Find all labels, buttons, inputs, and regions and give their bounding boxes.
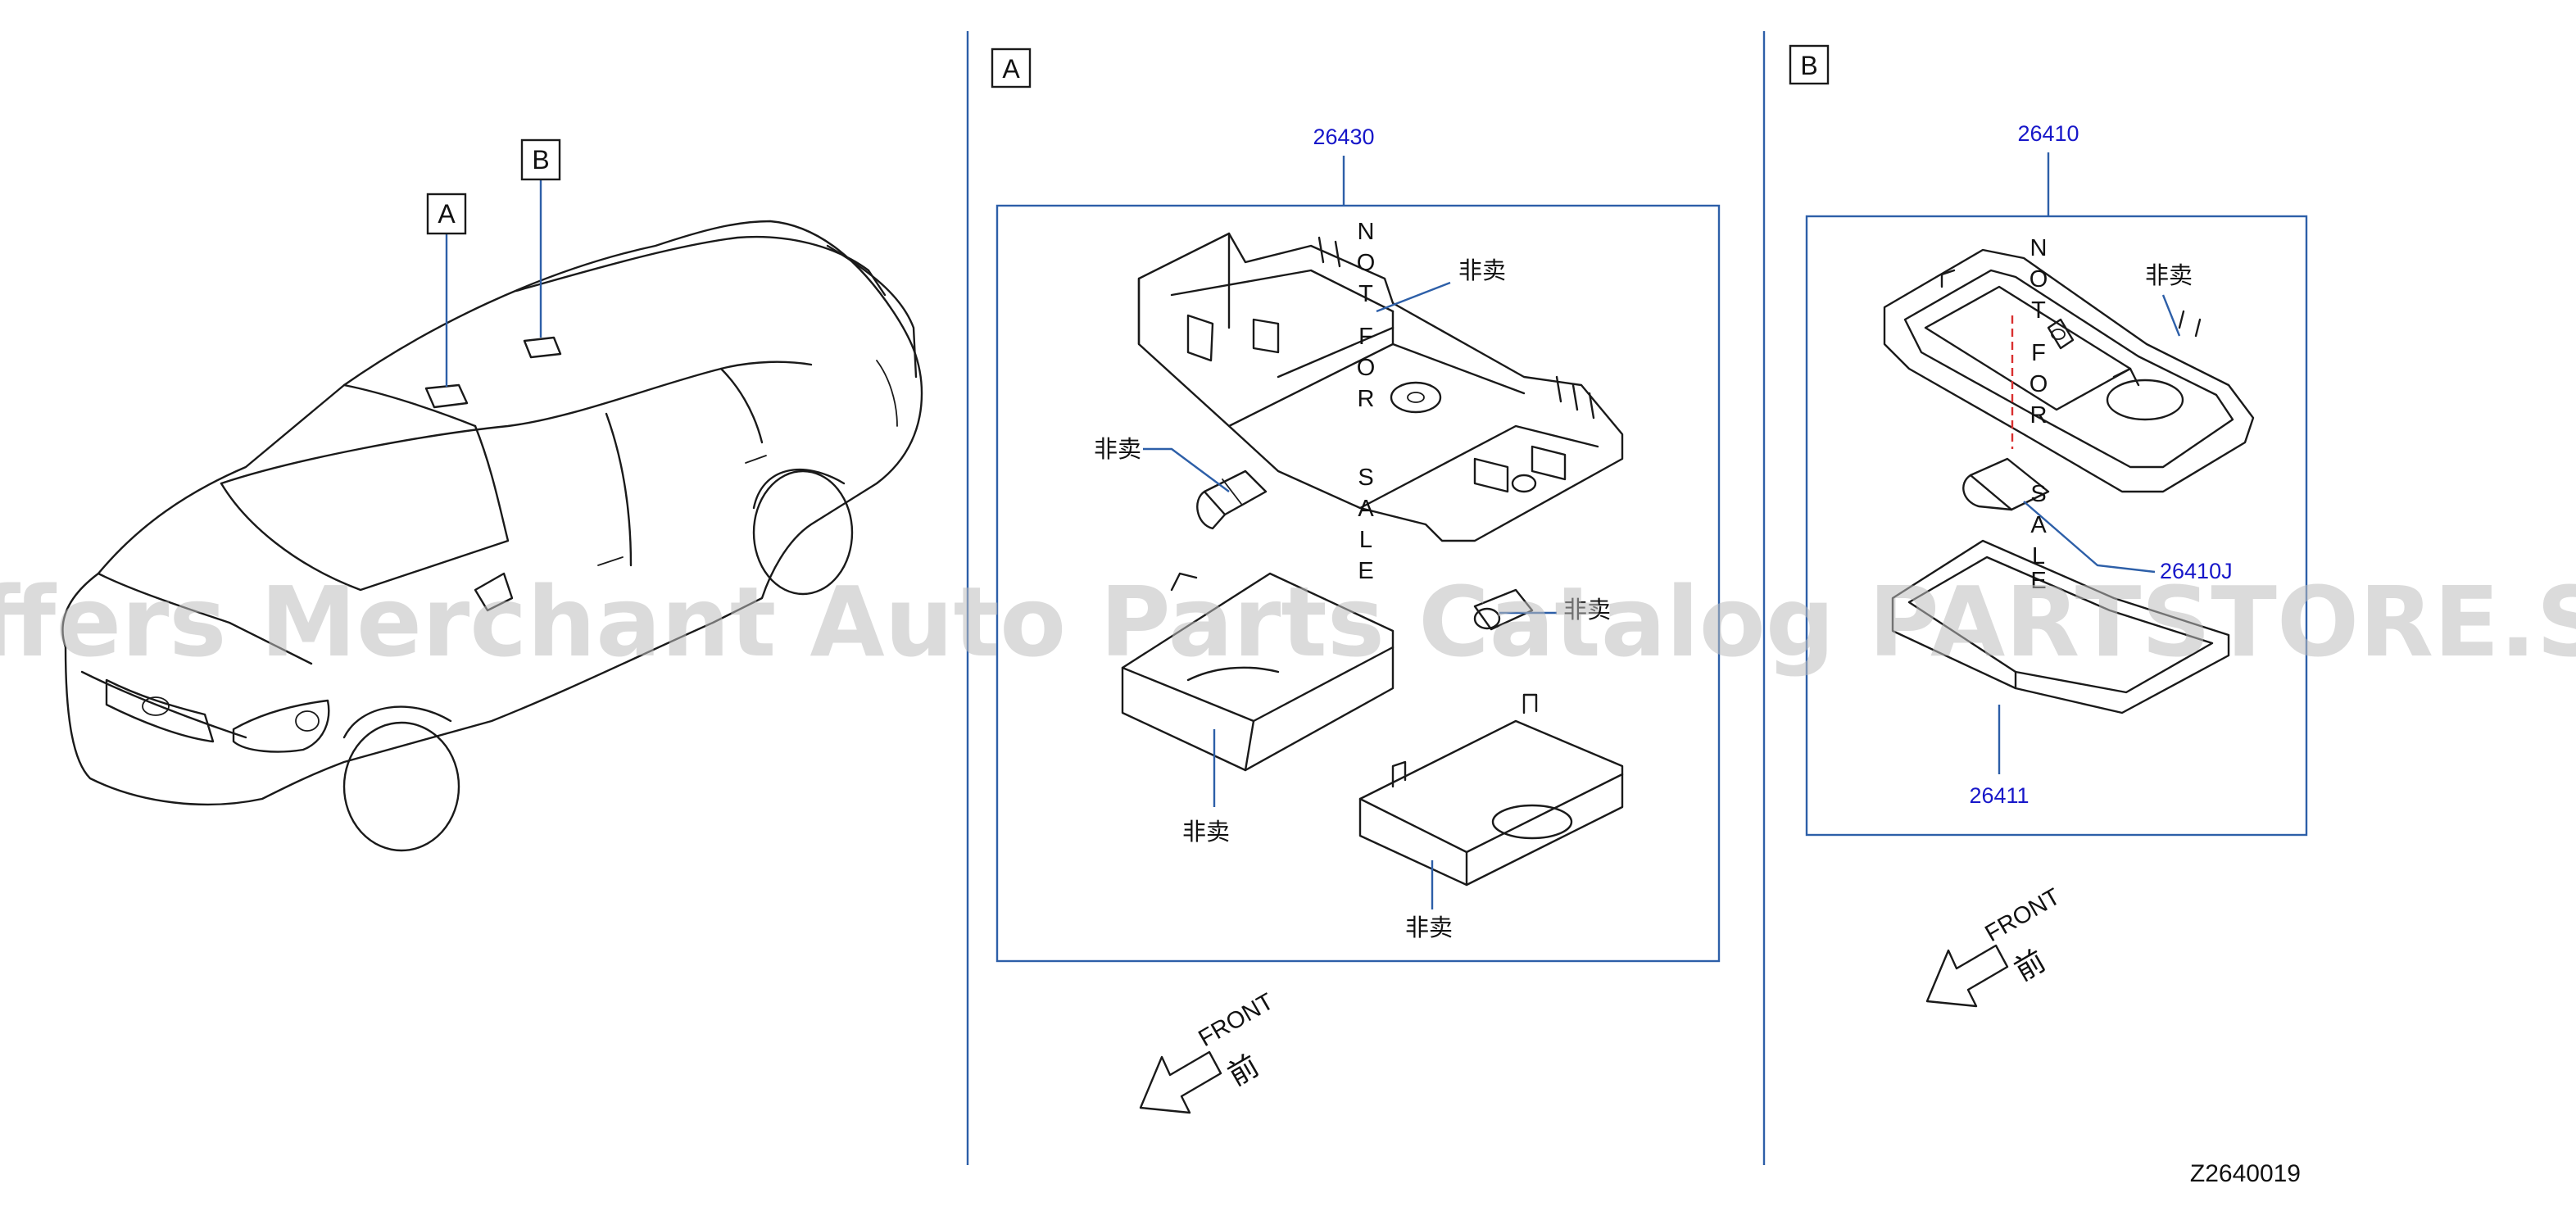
front-label-zh: 前 (1222, 1048, 1265, 1092)
svg-text:L: L (1359, 527, 1372, 553)
lens-a (1121, 572, 1395, 772)
lens-a-lower (1358, 693, 1624, 887)
svg-text:T: T (1358, 281, 1373, 307)
label-not-for-sale: 非卖 (2145, 262, 2193, 289)
svg-text:S: S (1358, 465, 1373, 491)
svg-text:A: A (2030, 512, 2047, 538)
svg-text:N: N (2030, 235, 2048, 261)
front-arrow-a: FRONT 前 (1139, 988, 1279, 1114)
bulb-a (1196, 469, 1268, 530)
panel-b: B 26410 非卖 (1789, 44, 2308, 1008)
watermark: Offers Merchant Auto Parts Catalog PARTS… (0, 565, 2576, 678)
svg-text:S: S (2030, 481, 2046, 507)
callout-b-overview[interactable]: B (520, 138, 561, 338)
part-number-26411[interactable]: 26411 (1969, 783, 2029, 808)
callout-label: B (532, 145, 549, 175)
bulb-b (1962, 457, 2050, 511)
stamp-not-for-sale-b: N O T F O R S A L E (2030, 235, 2048, 594)
label-not-for-sale: 非卖 (1563, 596, 1611, 624)
panel-a-label: A (1002, 54, 1020, 84)
svg-text:O: O (2030, 266, 2048, 293)
label-not-for-sale: 非卖 (1458, 257, 1506, 284)
assembly-frame-26410 (1805, 215, 2308, 837)
switch-knob-a (1473, 588, 1534, 631)
callout-label: A (438, 199, 456, 229)
svg-text:O: O (1357, 250, 1376, 276)
svg-text:F: F (1358, 324, 1373, 350)
front-label-zh: 前 (2009, 943, 2052, 987)
svg-text:R: R (1358, 386, 1375, 412)
svg-text:E: E (1358, 558, 1373, 584)
svg-text:E: E (2030, 568, 2046, 594)
front-label: FRONT (1981, 883, 2066, 947)
svg-text:L: L (2032, 543, 2045, 569)
lens-b (1891, 539, 2230, 714)
svg-text:O: O (2030, 371, 2048, 397)
label-not-for-sale: 非卖 (1182, 819, 1230, 846)
front-label: FRONT (1195, 988, 1279, 1052)
label-not-for-sale: 非卖 (1094, 436, 1141, 463)
stamp-not-for-sale-a: N O T F O R S A L E (1357, 219, 1376, 584)
part-number-26410[interactable]: 26410 (2017, 121, 2079, 146)
part-number-26430[interactable]: 26430 (1313, 125, 1374, 149)
svg-text:F: F (2031, 340, 2046, 366)
svg-text:T: T (2031, 297, 2046, 324)
label-not-for-sale: 非卖 (1405, 914, 1453, 941)
svg-text:A: A (1358, 496, 1374, 522)
svg-text:R: R (2030, 402, 2048, 429)
lamp-housing-b (1883, 248, 2255, 493)
lamp-housing (1137, 232, 1624, 542)
front-arrow-b: FRONT 前 (1925, 883, 2066, 1008)
panel-b-label: B (1800, 51, 1817, 80)
figure-code: Z2640019 (2190, 1160, 2301, 1187)
lamp-marker-a (424, 383, 469, 409)
car-overview (61, 220, 923, 852)
part-number-26410j[interactable]: 26410J (2160, 559, 2233, 583)
svg-text:N: N (1358, 219, 1375, 245)
lamp-marker-b (523, 336, 562, 359)
callout-a-overview[interactable]: A (426, 193, 467, 387)
panel-a: A 26430 (991, 48, 1721, 1114)
svg-text:O: O (1357, 355, 1376, 381)
assembly-frame-26430 (995, 204, 1721, 963)
